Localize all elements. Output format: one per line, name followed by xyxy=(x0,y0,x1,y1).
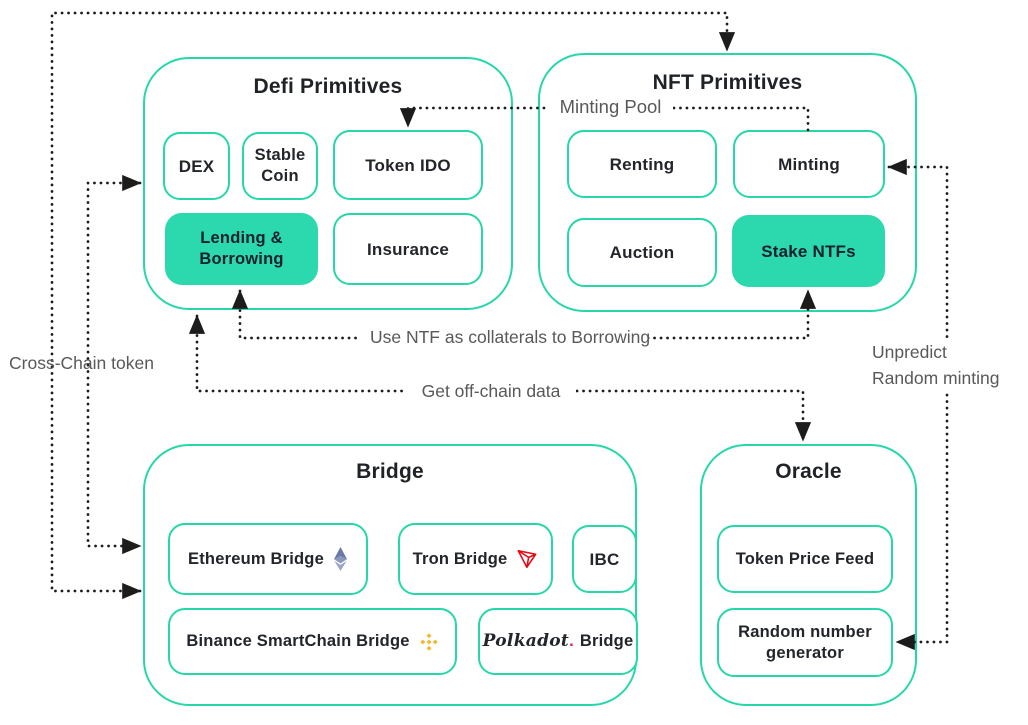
polkadot-bridge-box: Polkadot. Bridge xyxy=(478,608,638,675)
binance-icon xyxy=(419,632,439,652)
binance-smartchain-bridge-label: Binance SmartChain Bridge xyxy=(186,632,410,650)
tron-icon xyxy=(516,548,538,570)
ethereum-icon xyxy=(333,547,348,571)
tron-bridge-label: Tron Bridge xyxy=(412,549,508,568)
stake-ntfs-box: Stake NTFs xyxy=(732,215,885,287)
unpredict-label-line2: Random minting xyxy=(872,368,1000,388)
binance-smartchain-bridge-box: Binance SmartChain Bridge xyxy=(168,608,457,675)
oracle-title: Oracle xyxy=(775,460,842,483)
ethereum-bridge-label: Ethereum Bridge xyxy=(188,549,324,568)
token-ido-box: Token IDO xyxy=(333,130,483,200)
tron-bridge-box: Tron Bridge xyxy=(398,523,553,595)
nft-primitives-title: NFT Primitives xyxy=(652,71,803,94)
minting-box: Minting xyxy=(733,130,885,198)
stable-coin-box: Stable Coin xyxy=(242,132,318,200)
ibc-box: IBC xyxy=(572,525,637,593)
insurance-box: Insurance xyxy=(333,213,483,285)
unpredict-label-line1: Unpredict xyxy=(872,342,947,362)
defi-primitives-title: Defi Primitives xyxy=(253,75,403,98)
polkadot-wordmark: Polkadot xyxy=(482,631,570,651)
ethereum-bridge-box: Ethereum Bridge xyxy=(168,523,368,595)
use-ntf-collateral-label: Use NTF as collaterals to Borrowing xyxy=(360,324,650,350)
polkadot-dot-icon: . xyxy=(569,632,574,650)
bridge-title: Bridge xyxy=(356,460,424,483)
renting-box: Renting xyxy=(567,130,717,198)
cross-chain-token-label: Cross-Chain token xyxy=(9,353,154,373)
auction-box: Auction xyxy=(567,218,717,287)
get-off-chain-data-label: Get off-chain data xyxy=(406,378,576,404)
polkadot-bridge-label: Bridge xyxy=(579,632,634,650)
lending-borrowing-box: Lending & Borrowing xyxy=(165,213,318,285)
token-price-feed-box: Token Price Feed xyxy=(717,525,893,593)
minting-pool-label: Minting Pool xyxy=(548,94,673,120)
dex-box: DEX xyxy=(163,132,230,200)
random-number-generator-box: Random number generator xyxy=(717,608,893,677)
